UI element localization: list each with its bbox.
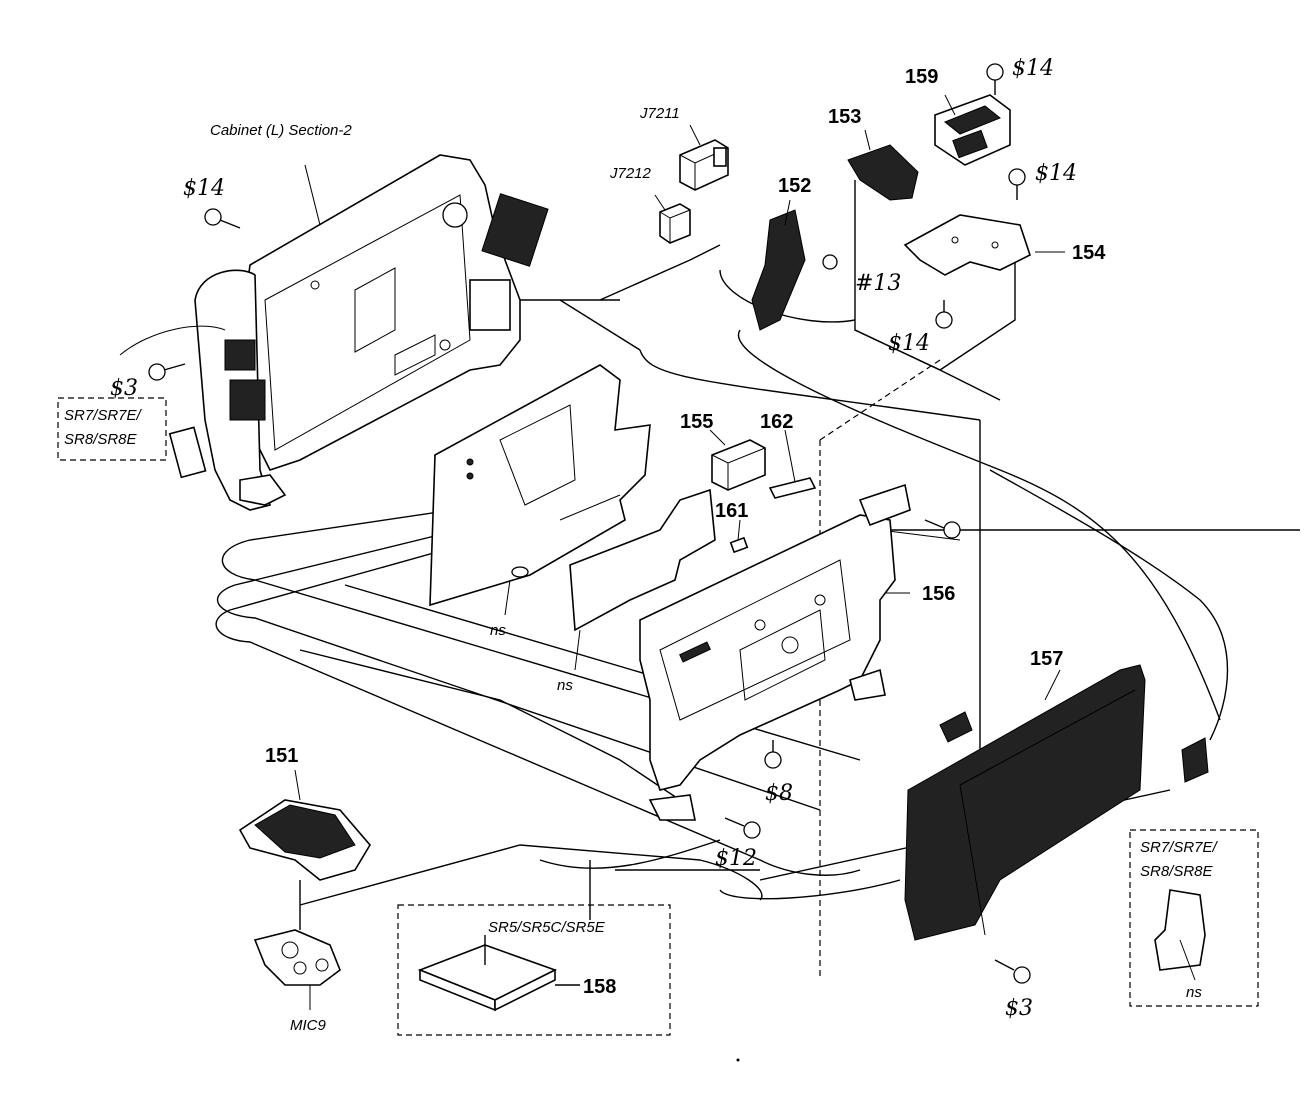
screw-s12: [724, 817, 761, 839]
model-bottom: SR5/SR5C/SR5E: [488, 919, 606, 936]
part-161: [729, 536, 749, 554]
model-left-line1: SR7/SR7E/: [64, 407, 143, 424]
part-155: [711, 439, 766, 491]
screw-s8: [764, 740, 782, 769]
part-152: [751, 209, 838, 331]
model-box-bottom: [397, 904, 671, 1036]
ns-sheet-right: [1154, 889, 1206, 971]
label-ns-right: ns: [1186, 984, 1202, 1001]
label-screw-s14-154-lower: $14: [888, 331, 930, 356]
label-j7211: J7211: [639, 105, 680, 122]
screw-159-top: [986, 63, 1004, 95]
part-159: [934, 94, 1011, 166]
label-162: 162: [760, 411, 793, 433]
model-left-line2: SR8/SR8E: [64, 431, 138, 448]
model-box-left: [57, 397, 167, 461]
main-board-left: [429, 364, 651, 607]
label-screw-s14-cabinet: $14: [183, 176, 225, 201]
screw-s14-cabinet: [204, 208, 241, 229]
label-screw-s3-cabinet: $3: [110, 376, 138, 401]
part-157: [904, 664, 1209, 941]
label-155: 155: [680, 411, 713, 433]
flex-board: [569, 488, 716, 632]
part-162: [768, 477, 817, 499]
label-152: 152: [778, 175, 811, 197]
part-153: [847, 144, 919, 201]
label-screw-s8: $8: [765, 781, 793, 806]
screw-s3-cabinet: [148, 363, 186, 381]
label-157: 157: [1030, 648, 1063, 670]
part-mic9: [253, 929, 341, 986]
part-151: [238, 799, 371, 930]
label-j7212: J7212: [609, 165, 652, 182]
part-154: [903, 214, 1031, 276]
labels: Cabinet (L) Section-2 J7211 J7212 152 15…: [64, 56, 1219, 1034]
model-right-line2: SR8/SR8E: [1140, 863, 1214, 880]
label-159: 159: [905, 66, 938, 88]
label-158: 158: [583, 976, 616, 998]
chassis-frame-156: [639, 483, 911, 821]
label-ns-board: ns: [490, 622, 506, 639]
label-screw-s12: $12: [715, 846, 757, 871]
cabinet-l-section-2: [119, 154, 549, 511]
label-screw-s3-bottom: $3: [1005, 996, 1033, 1021]
part-158: [417, 935, 580, 1012]
leader-lines: [294, 94, 1196, 1010]
label-screw-s14-159: $14: [1012, 56, 1054, 81]
screw-154-upper: [1008, 168, 1026, 200]
label-screw-s14-154-upper: $14: [1035, 161, 1077, 186]
connector-j7212: [659, 203, 691, 244]
screw-154-lower: [935, 300, 953, 329]
label-161: 161: [715, 500, 748, 522]
dot-mark: [736, 1058, 740, 1062]
screw-156: [924, 519, 961, 539]
label-screw-s13: #13: [855, 271, 901, 296]
model-right-line1: SR7/SR7E/: [1140, 839, 1219, 856]
label-156: 156: [922, 583, 955, 605]
connector-j7211: [679, 139, 729, 191]
model-box-right: [1129, 829, 1259, 1007]
label-ns-flex: ns: [557, 677, 573, 694]
label-mic9: MIC9: [290, 1017, 326, 1034]
label-153: 153: [828, 106, 861, 128]
label-154: 154: [1072, 242, 1106, 264]
label-cabinet: Cabinet (L) Section-2: [210, 122, 352, 139]
cabinet-screws: [148, 208, 241, 381]
label-151: 151: [265, 745, 298, 767]
screw-s3-bottom: [994, 959, 1031, 984]
